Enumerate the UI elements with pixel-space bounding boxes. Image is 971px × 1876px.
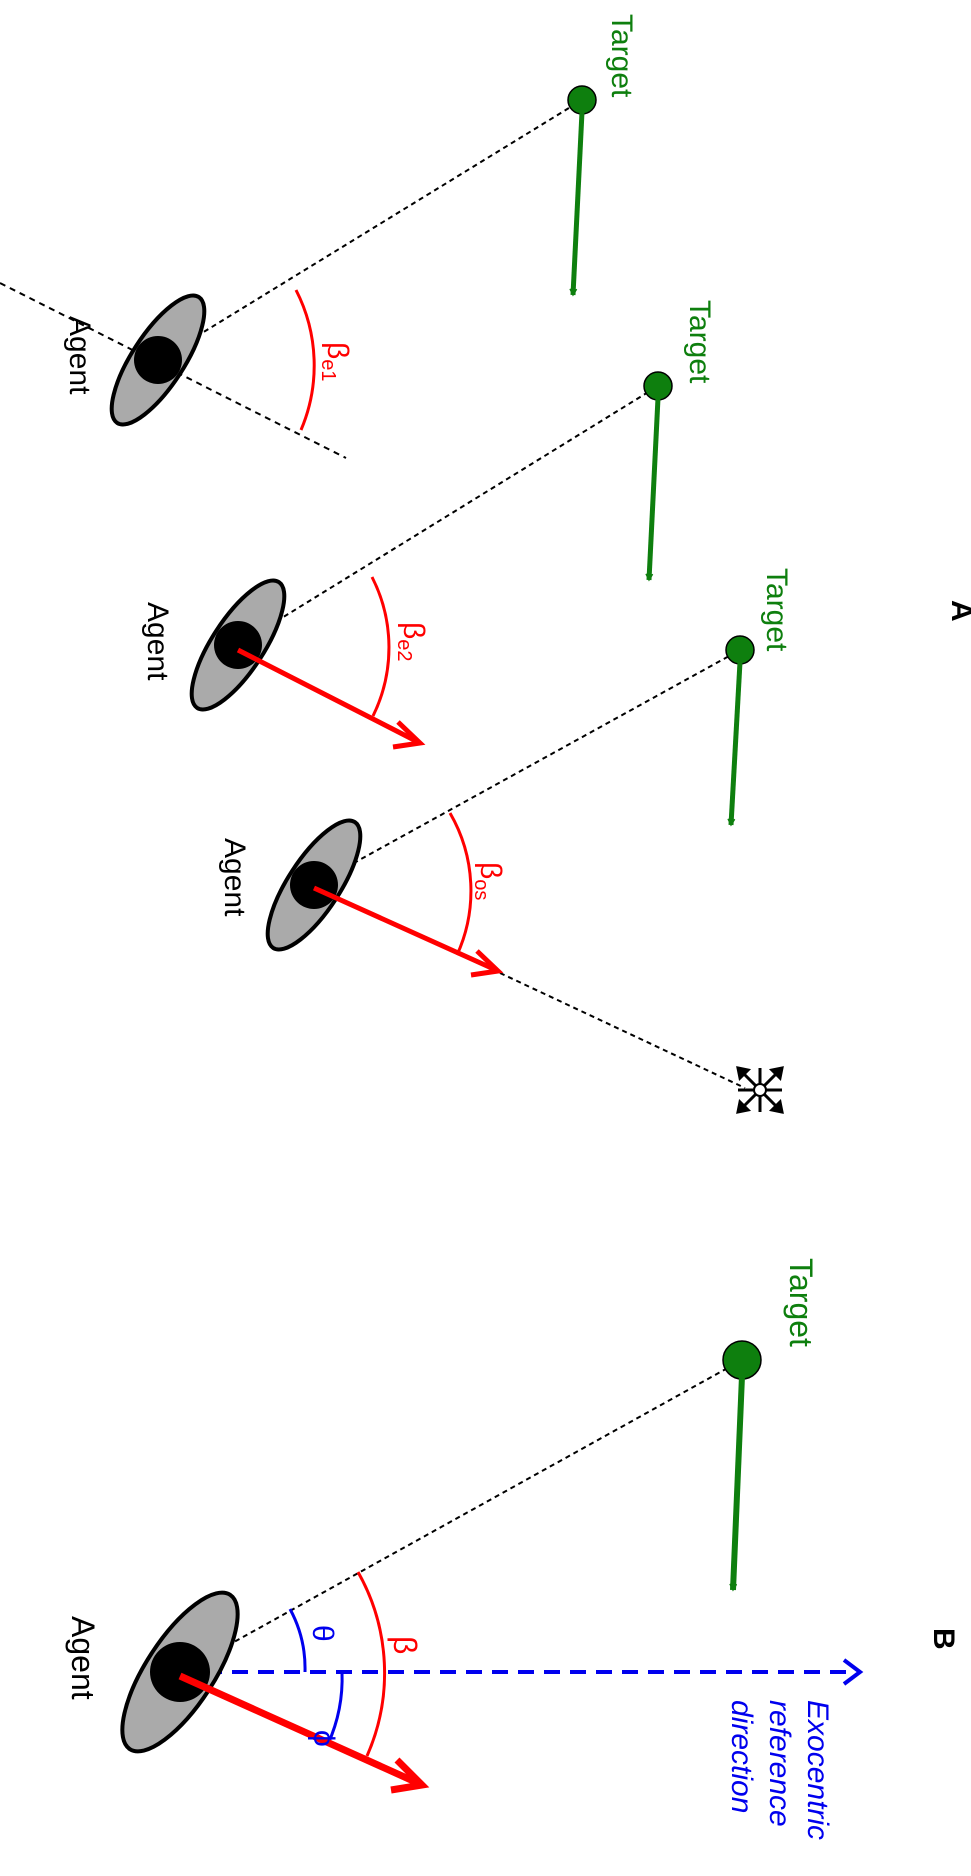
ref-label-line-3: direction xyxy=(725,1700,758,1813)
b-beta-arc xyxy=(356,1571,387,1757)
beta-subscript: os xyxy=(470,879,492,900)
beta-subscript: e2 xyxy=(393,639,415,661)
b-target-motion-arrow xyxy=(733,1375,745,1590)
b-agent xyxy=(120,1590,240,1754)
b-target-label: Target xyxy=(783,1258,819,1347)
ref-label-line-2: reference xyxy=(763,1700,796,1827)
row3-target-label: Target xyxy=(760,568,793,652)
b-target-dot xyxy=(722,1340,762,1380)
row2-target-dot xyxy=(643,371,673,401)
row1-body-axis xyxy=(0,282,347,459)
row3-projection-line xyxy=(499,972,746,1089)
row2-agent-label: Agent xyxy=(141,602,174,681)
row1-target-dot xyxy=(567,85,597,115)
row1-angle-label: βe1 xyxy=(317,342,354,382)
agent-head xyxy=(290,861,338,909)
row3-agent-label: Agent xyxy=(218,838,251,917)
agent-head xyxy=(134,336,182,384)
row1-agent xyxy=(109,293,207,427)
row1-target-motion-arrow xyxy=(573,111,585,295)
b-phi-arc xyxy=(326,1671,344,1745)
ref-label-line-1: Exocentric xyxy=(801,1700,834,1840)
row3-angle-arc xyxy=(448,812,473,956)
svg-text:βos: βos xyxy=(470,862,507,900)
move-cross-icon xyxy=(736,1066,784,1114)
b-theta-arc xyxy=(288,1608,307,1673)
row2-target-label: Target xyxy=(683,300,716,384)
row3-gaze-line xyxy=(313,649,741,886)
b-reference-arrowhead xyxy=(842,1658,864,1686)
b-theta-label: θ xyxy=(306,1625,339,1642)
beta-subscript: e1 xyxy=(317,359,339,381)
row2-gaze-line xyxy=(237,385,659,646)
row1-agent-label: Agent xyxy=(63,316,96,395)
beta-symbol: β xyxy=(321,342,354,359)
svg-text:βe1: βe1 xyxy=(317,342,354,382)
row3-agent xyxy=(265,818,363,952)
row1-angle-arc xyxy=(294,289,316,431)
row1-gaze-line xyxy=(157,99,583,361)
row2-gaze-arrow xyxy=(236,647,426,750)
row-2: βe2 Agent Target xyxy=(141,300,716,750)
b-agent-label: Agent xyxy=(65,1616,101,1700)
row3-gaze-arrow xyxy=(312,885,504,978)
row-1: βe1 Agent Target xyxy=(0,14,638,459)
beta-symbol: β xyxy=(397,622,430,639)
row2-angle-arc xyxy=(370,576,391,717)
row1-target-label: Target xyxy=(605,14,638,98)
panel-b-figure: Target Agent β θ ϕ Exocentric reference … xyxy=(65,1258,864,1848)
row3-angle-label: βos xyxy=(470,862,507,900)
svg-text:Exocentric reference: Exocentric reference direction xyxy=(725,1700,834,1848)
row2-angle-label: βe2 xyxy=(393,622,430,662)
row3-target-dot xyxy=(725,635,755,665)
b-gaze-line xyxy=(179,1359,743,1673)
b-beta-label: β xyxy=(387,1636,423,1654)
panel-b-label: B xyxy=(927,1628,960,1650)
row3-target-motion-arrow xyxy=(731,661,743,825)
panel-a-label: A xyxy=(945,600,971,622)
b-phi-label: ϕ xyxy=(307,1730,340,1747)
agent-head xyxy=(150,1642,210,1702)
b-gaze-arrow xyxy=(178,1672,430,1794)
row2-target-motion-arrow xyxy=(649,397,661,580)
row2-agent xyxy=(189,578,287,712)
svg-text:βe2: βe2 xyxy=(393,622,430,662)
beta-symbol: β xyxy=(474,862,507,879)
row-3: βos Agent Target xyxy=(218,568,793,1114)
b-reference-label: Exocentric reference direction xyxy=(725,1700,834,1848)
